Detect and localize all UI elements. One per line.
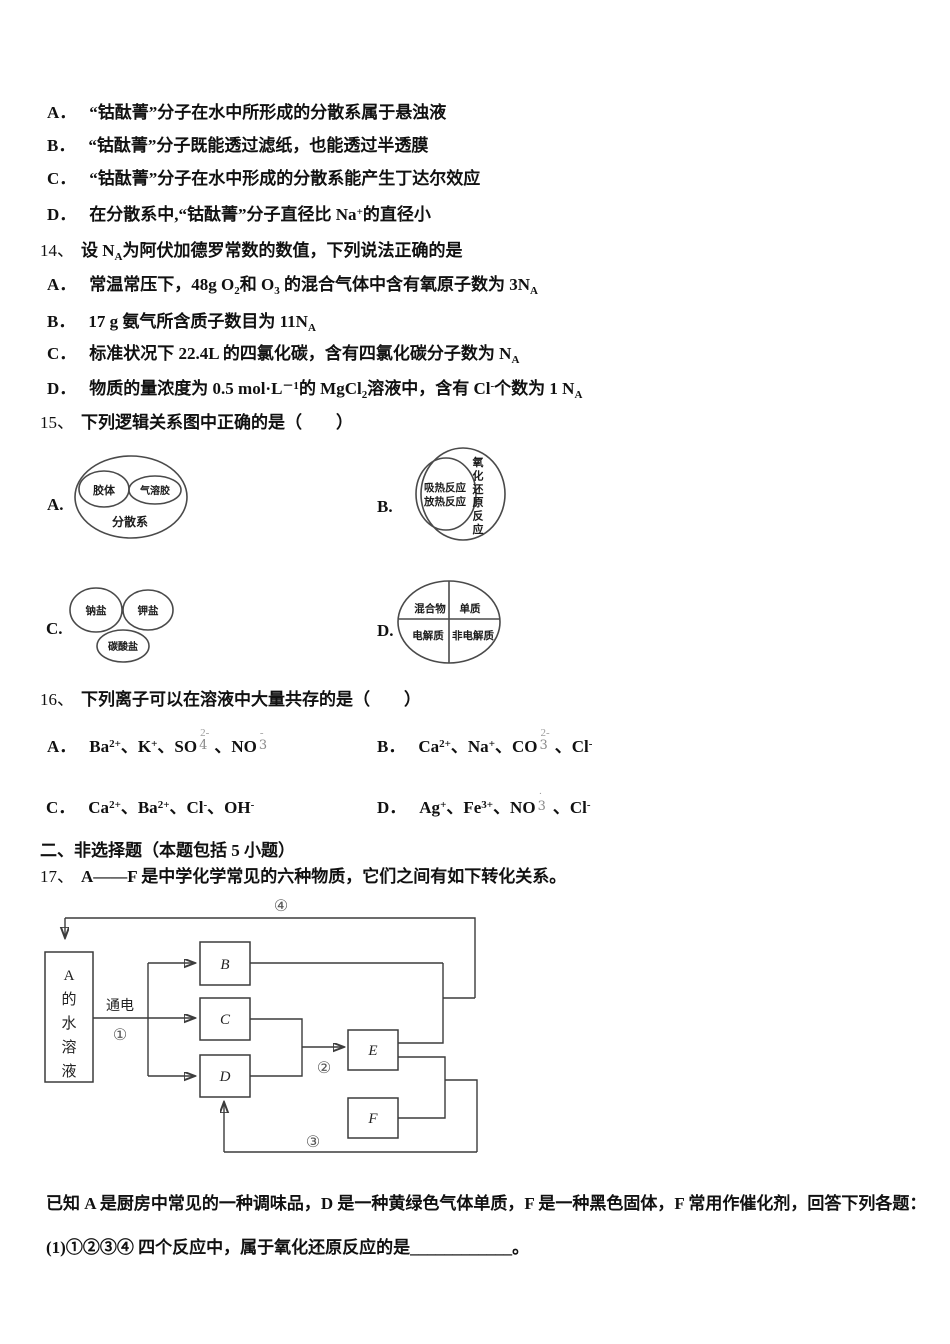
option-letter: D． xyxy=(377,798,407,817)
option-letter: D． xyxy=(47,379,77,398)
q13-option-d: D． 在分散系中,“钴酞菁”分子直径比 Na+的直径小 xyxy=(47,201,431,226)
box-f xyxy=(347,1097,399,1139)
quadrant-label: 单质 xyxy=(460,602,481,615)
option-text: “钴酞菁”分子在水中形成的分散系能产生丁达尔效应 xyxy=(89,169,481,188)
q17-sub1: (1)①②③④ 四个反应中，属于氧化还原反应的是____________。 xyxy=(46,1238,530,1257)
flow-line-step4 xyxy=(65,917,476,998)
set-circle xyxy=(415,457,477,531)
question-text: 设 NA为阿伏加德罗常数的数值，下列说法正确的是 xyxy=(81,241,463,263)
venn-diagram-d: 混合物 单质 电解质 非电解质 xyxy=(397,580,501,664)
option-text: Ag+、Fe3+、NO·3、Cl- xyxy=(419,788,591,817)
step2-label: ② xyxy=(317,1060,331,1077)
flow-line-down xyxy=(445,1079,478,1152)
set-label: 吸热反应 xyxy=(424,481,466,494)
quadrant-label: 电解质 xyxy=(412,629,444,642)
option-text: Ca2+、Ba2+、Cl-、OH- xyxy=(88,798,255,817)
section2-title: 二、非选择题（本题包括 5 小题） xyxy=(40,841,295,860)
step1-label: ① xyxy=(113,1027,127,1044)
outer-set xyxy=(74,455,188,539)
set-label: 钠盐 xyxy=(86,604,107,617)
q15-title: 15、下列逻辑关系图中正确的是（ ） xyxy=(40,412,353,434)
set-label: 气溶胶 xyxy=(139,484,170,497)
option-letter: A． xyxy=(47,737,77,756)
option-letter: C． xyxy=(46,798,76,817)
option-letter: C． xyxy=(47,169,77,188)
option-text: 17 g 氨气所含质子数目为 11NA xyxy=(88,312,316,334)
option-text: 标准状况下 22.4L 的四氯化碳，含有四氯化碳分子数为 NA xyxy=(89,344,520,366)
venn-diagram-b: 吸热反应 放热反应 氧化还原反应 xyxy=(415,447,506,541)
flow-line-cd-merge xyxy=(250,1018,303,1077)
q13-option-c: C． “钴酞菁”分子在水中形成的分散系能产生丁达尔效应 xyxy=(47,168,480,190)
venn-diagram-c: 钠盐 钾盐 碳酸盐 xyxy=(69,587,174,663)
option-text: 常温常压下，48g O2和 O3 的混合气体中含有氧原子数为 3NA xyxy=(89,275,538,297)
option-text: “钴酞菁”分子既能透过滤纸，也能透过半透膜 xyxy=(88,136,429,155)
step3-label: ③ xyxy=(306,1134,320,1151)
box-b-label: B xyxy=(220,957,229,973)
question-number: 15、 xyxy=(40,413,74,432)
set-label: 胶体 xyxy=(93,483,116,497)
flow-line-e-f xyxy=(398,1056,446,1119)
q14-title: 14、设 NA为阿伏加德罗常数的数值，下列说法正确的是 xyxy=(40,240,462,268)
option-letter: C． xyxy=(47,344,77,363)
box-a xyxy=(44,951,94,1083)
electrify-label: 通电 xyxy=(106,998,134,1014)
set-label: 钾盐 xyxy=(138,604,159,617)
set-circle xyxy=(128,475,182,505)
box-e-label: E xyxy=(367,1043,377,1059)
set-circle xyxy=(69,587,123,633)
option-letter: A． xyxy=(47,103,77,122)
set-label: 分散系 xyxy=(112,514,148,529)
q15-option-d-letter: D. xyxy=(377,621,394,640)
option-letter: B． xyxy=(47,136,76,155)
quadrant-label: 混合物 xyxy=(414,602,446,615)
q16-option-c: C． Ca2+、Ba2+、Cl-、OH- xyxy=(46,794,254,819)
outer-set xyxy=(420,447,506,541)
quadrant-label: 非电解质 xyxy=(452,629,494,642)
box-e xyxy=(347,1029,399,1071)
option-letter: A． xyxy=(47,275,77,294)
set-label: 放热反应 xyxy=(423,495,466,508)
q14-option-c: C． 标准状况下 22.4L 的四氯化碳，含有四氯化碳分子数为 NA xyxy=(47,343,519,371)
option-text: “钴酞菁”分子在水中所形成的分散系属于悬浊液 xyxy=(89,103,447,122)
set-circle xyxy=(96,629,150,663)
q14-option-b: B． 17 g 氨气所含质子数目为 11NA xyxy=(47,311,316,339)
q17-title: 17、 A——F 是中学化学常见的六种物质，它们之间有如下转化关系。 xyxy=(40,866,566,888)
q14-option-d: D． 物质的量浓度为 0.5 mol·L－1的 MgCl2溶液中，含有 Cl-个数… xyxy=(47,375,582,406)
question-text: 下列逻辑关系图中正确的是（ ） xyxy=(81,413,353,432)
set-circle xyxy=(122,589,174,631)
q16-title: 16、下列离子可以在溶液中大量共存的是（ ） xyxy=(40,689,421,711)
set-label-vertical: 氧化还原反应 xyxy=(472,455,485,536)
question-text: A——F 是中学化学常见的六种物质，它们之间有如下转化关系。 xyxy=(81,867,567,886)
q15-option-a-letter: A. xyxy=(47,495,64,514)
option-text: 物质的量浓度为 0.5 mol·L－1的 MgCl2溶液中，含有 Cl-个数为 … xyxy=(89,379,583,401)
q15-option-b-letter: B. xyxy=(377,497,393,516)
option-letter: B． xyxy=(47,312,76,331)
set-label: 碳酸盐 xyxy=(108,640,138,653)
q16-option-d: D． Ag+、Fe3+、NO·3、Cl- xyxy=(377,788,591,821)
option-text: 在分散系中,“钴酞菁”分子直径比 Na+的直径小 xyxy=(89,205,431,224)
q17-note: 已知 A 是厨房中常见的一种调味品，D 是一种黄绿色气体单质，F 是一种黑色固体… xyxy=(46,1194,927,1213)
q15-option-c-letter: C. xyxy=(46,619,63,638)
question-number: 17、 xyxy=(40,867,74,886)
q13-option-a: A． “钴酞菁”分子在水中所形成的分散系属于悬浊液 xyxy=(47,102,446,124)
box-f-label: F xyxy=(367,1111,378,1127)
question-text: 下列离子可以在溶液中大量共存的是（ ） xyxy=(81,690,421,709)
box-d-label: D xyxy=(219,1069,231,1085)
question-number: 14、 xyxy=(40,241,74,260)
box-c-label: C xyxy=(220,1012,231,1028)
step4-label: ④ xyxy=(274,898,288,915)
option-letter: D． xyxy=(47,205,77,224)
flow-line-b-e xyxy=(250,962,444,1044)
q13-option-b: B． “钴酞菁”分子既能透过滤纸，也能透过半透膜 xyxy=(47,135,428,157)
venn-diagram-a: 胶体 气溶胶 分散系 xyxy=(74,455,188,539)
option-letter: B． xyxy=(377,737,406,756)
question-number: 16、 xyxy=(40,690,74,709)
q14-option-a: A． 常温常压下，48g O2和 O3 的混合气体中含有氧原子数为 3NA xyxy=(47,274,538,302)
